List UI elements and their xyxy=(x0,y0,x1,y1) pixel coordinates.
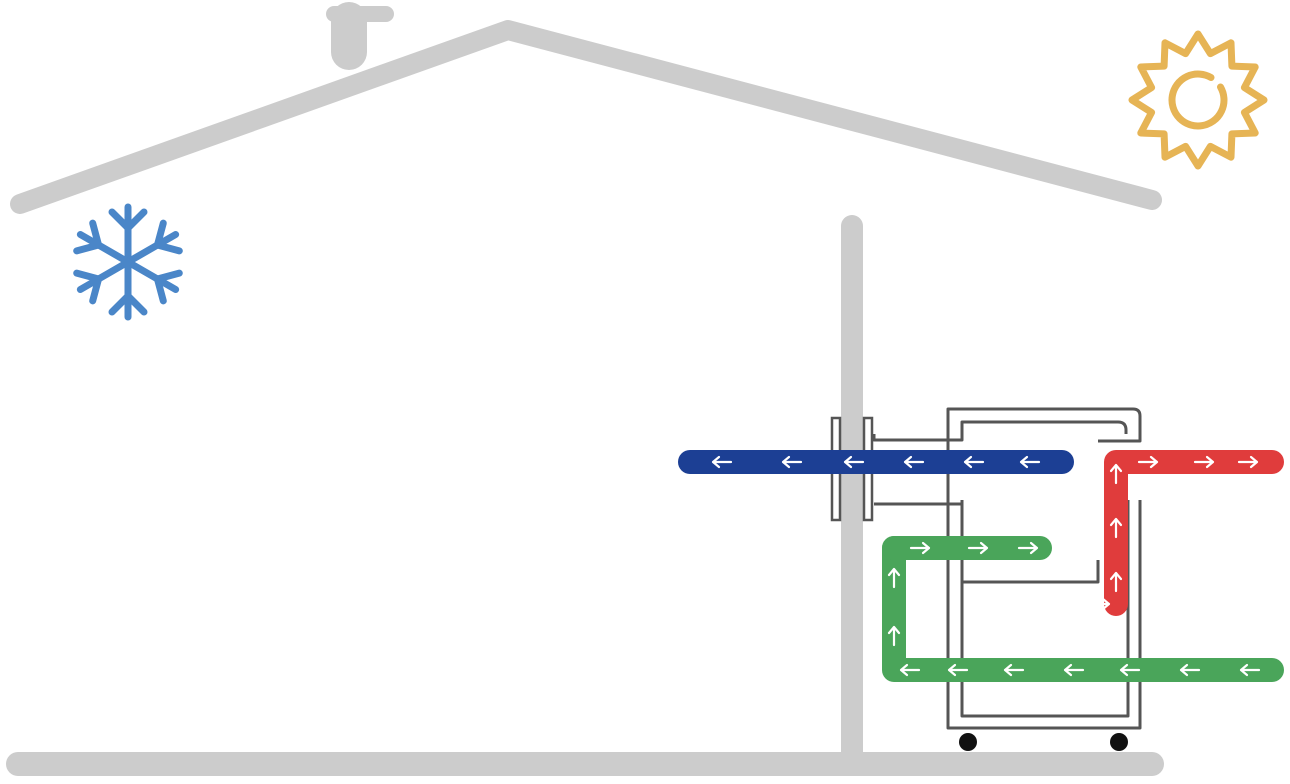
heated-airflow-arrow xyxy=(1037,597,1059,611)
unit-inner-shell xyxy=(960,420,1128,434)
return-airflow-arrow xyxy=(909,541,931,555)
snowflake-icon xyxy=(72,203,183,317)
unit-core-block xyxy=(960,560,1100,584)
heated-airflow-arrow xyxy=(973,597,995,611)
cold-airflow-arrow xyxy=(781,455,803,469)
unit-wheel-right xyxy=(1110,733,1128,751)
return-airflow-arrow xyxy=(1179,663,1201,677)
return-airflow-arrow xyxy=(887,567,901,589)
hot-airflow-arrow xyxy=(1109,517,1123,539)
hot-air-exhaust-duct xyxy=(1104,450,1284,616)
unit-connection-pipe xyxy=(872,428,964,506)
return-airflow-arrow xyxy=(1003,663,1025,677)
return-air-duct-bottom xyxy=(882,536,1284,682)
cold-airflow-arrow xyxy=(903,455,925,469)
heated-airflow-arrow xyxy=(909,597,931,611)
airflow-arrows xyxy=(711,455,1261,677)
cold-airflow-arrow xyxy=(1055,477,1069,499)
unit-outer-shell xyxy=(946,407,1142,730)
return-airflow-arrow xyxy=(967,541,989,555)
roof xyxy=(10,20,1162,214)
airflow-ducts xyxy=(678,450,1284,682)
house-outline xyxy=(6,2,1164,776)
hot-airflow-arrow xyxy=(1137,455,1159,469)
return-airflow-arrow xyxy=(887,625,901,647)
return-airflow-arrow xyxy=(1239,663,1261,677)
return-airflow-arrow xyxy=(1063,663,1085,677)
hot-airflow-arrow xyxy=(1237,455,1259,469)
unit-wheel-left xyxy=(959,733,977,751)
hot-airflow-arrow xyxy=(1109,463,1123,485)
cold-airflow-arrow xyxy=(711,455,733,469)
sun-core xyxy=(1168,70,1228,130)
sun-rays xyxy=(1128,30,1268,170)
return-airflow-arrow xyxy=(1119,663,1141,677)
cold-airflow-arrow xyxy=(963,455,985,469)
sun-icon xyxy=(1128,30,1268,170)
hot-airflow-arrow xyxy=(1193,455,1215,469)
hot-airflow-arrow xyxy=(1109,571,1123,593)
chimney-cap xyxy=(326,6,394,22)
return-airflow-arrow xyxy=(899,663,921,677)
cold-airflow-arrow xyxy=(1019,455,1041,469)
return-airflow-arrow xyxy=(1017,541,1039,555)
cold-airflow-arrow xyxy=(843,455,865,469)
return-airflow-arrow xyxy=(947,663,969,677)
cold-airflow-arrow xyxy=(1055,521,1069,543)
heated-airflow-arrow xyxy=(1089,597,1111,611)
